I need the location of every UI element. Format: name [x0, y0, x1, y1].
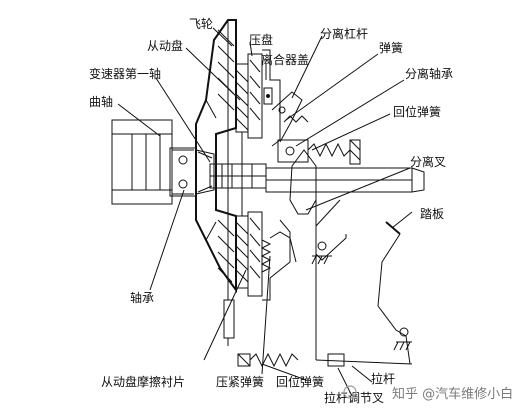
release-bearing-drawing — [277, 139, 361, 165]
label-release-bearing: 分离轴承 — [405, 66, 453, 81]
clutch-cover-drawing — [262, 49, 291, 301]
label-bearing: 轴承 — [130, 290, 154, 305]
watermark: 知乎 @汽车维修小白 — [343, 385, 513, 402]
release-fork-drawing — [289, 149, 347, 360]
label-flywheel: 飞轮 — [189, 17, 213, 31]
label-pressure-plate: 压盘 — [249, 32, 273, 47]
label-driven-disc: 从动盘 — [147, 38, 183, 53]
pedal-drawing — [377, 221, 412, 365]
bearing-drawing — [169, 147, 215, 197]
label-gearbox-shaft: 变速器第一轴 — [89, 66, 161, 81]
crankshaft-drawing — [111, 119, 173, 205]
label-pressure-spring: 压紧弹簧 — [216, 374, 264, 389]
labels: 飞轮 从动盘 压盘 离合器盖 分离杠杆 弹簧 分离轴承 回位弹簧 分离叉 变速器… — [89, 17, 453, 405]
label-clutch-cover: 离合器盖 — [261, 52, 309, 67]
watermark-text: 知乎 @汽车维修小白 — [392, 386, 513, 402]
label-release-fork: 分离叉 — [410, 154, 446, 169]
flywheel-drawing — [195, 19, 237, 346]
label-pedal: 踏板 — [420, 207, 444, 221]
label-pull-rod-adjust-fork: 拉杆调节叉 — [324, 390, 384, 405]
gearbox-shaft-drawing — [209, 163, 425, 193]
label-pull-rod: 拉杆 — [371, 371, 395, 386]
pressure-spring-drawing — [260, 231, 297, 273]
label-spring: 弹簧 — [379, 40, 403, 55]
pull-rod-drawing — [237, 352, 413, 368]
pressure-plate-drawing — [247, 53, 263, 297]
label-return-spring-bottom: 回位弹簧 — [276, 374, 324, 389]
label-crankshaft: 曲轴 — [89, 94, 113, 109]
label-return-spring-top: 回位弹簧 — [393, 104, 441, 119]
label-friction-lining: 从动盘摩擦衬片 — [101, 374, 185, 389]
label-release-lever: 分离杠杆 — [320, 26, 368, 41]
watermark-logo-icon — [343, 385, 357, 399]
leader-lines — [117, 27, 413, 397]
